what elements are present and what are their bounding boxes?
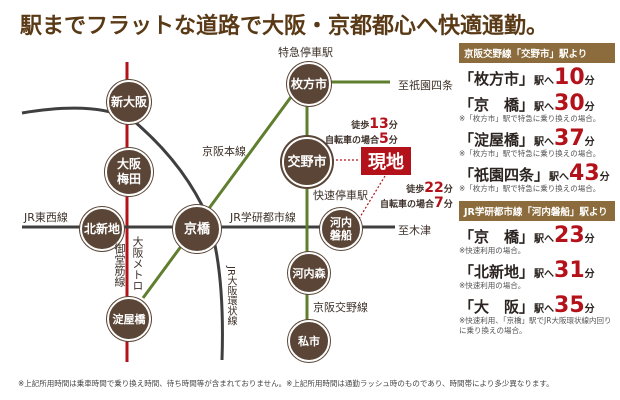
- site-marker: 現地: [361, 147, 411, 175]
- station-kisaichi[interactable]: 私市: [288, 320, 330, 362]
- jr-loop-line: [21, 106, 224, 361]
- route-item: 「祇園四条」駅へ43分: [459, 161, 610, 186]
- access-kouno: 徒歩13分 自転車の場合5分: [325, 116, 398, 147]
- station-kouno[interactable]: 交野市: [282, 137, 332, 187]
- section-header-keihan: 京阪交野線「交野市」駅より: [459, 43, 615, 63]
- label-keihan-katano: 京阪交野線: [313, 301, 368, 314]
- label-keihan-main: 京阪本線: [202, 145, 246, 158]
- footer-note: ※上記所用時間は乗車時間で乗り換え時間、待ち時間等が含まれておりません。※上記所…: [18, 379, 554, 388]
- station-kawachimori[interactable]: 河内森: [288, 252, 330, 294]
- label-to-gion: 至祇園四条: [398, 79, 453, 92]
- access-iwafune: 徒歩22分 自転車の場合7分: [380, 180, 453, 211]
- route-item: 「枚方市」駅へ10分: [459, 65, 595, 90]
- label-tokkyu-stop: 特急停車駅: [278, 46, 333, 59]
- label-kaisoku-stop: 快速停車駅: [313, 189, 368, 202]
- route-item: 「京 橋」駅へ30分: [459, 91, 595, 116]
- label-to-kizu: 至木津: [398, 224, 431, 237]
- station-yodoyabashi[interactable]: 淀屋橋: [107, 297, 151, 341]
- label-jr-tozai: JR東西線: [24, 211, 68, 224]
- station-hirakatashi[interactable]: 枚方市: [287, 62, 331, 106]
- page-title: 駅までフラットな道路で大阪・京都都心へ快適通勤。: [20, 14, 549, 39]
- keihan-main-line: [141, 81, 304, 299]
- label-jr-gakken: JR学研都市線: [230, 211, 296, 224]
- route-item: 「京 橋」駅へ23分: [459, 223, 595, 248]
- station-kitashinchi[interactable]: 北新地: [80, 207, 124, 251]
- label-osaka-metro: 大阪メトロ: [131, 236, 144, 291]
- station-kyobashi[interactable]: 京橋: [173, 205, 221, 253]
- station-kawachi-iwafune[interactable]: 河内 磐船: [320, 208, 362, 250]
- route-item: 「北新地」駅へ31分: [459, 258, 595, 283]
- station-shin-osaka[interactable]: 新大阪: [107, 80, 151, 124]
- label-jr-loop: JR大阪環状線: [225, 266, 236, 326]
- section-header-jr: JR学研都市線「河内磐船」駅より: [459, 201, 615, 221]
- station-osaka-umeda[interactable]: 大阪 梅田: [105, 148, 153, 196]
- route-item: 「淀屋橋」駅へ37分: [459, 126, 595, 151]
- label-midosuji: 御堂筋線: [113, 243, 126, 287]
- route-item: 「大 阪」駅へ35分: [459, 293, 595, 318]
- commute-panel: 京阪交野線「交野市」駅より 「枚方市」駅へ10分 「京 橋」駅へ30分 ※「枚方…: [459, 43, 615, 336]
